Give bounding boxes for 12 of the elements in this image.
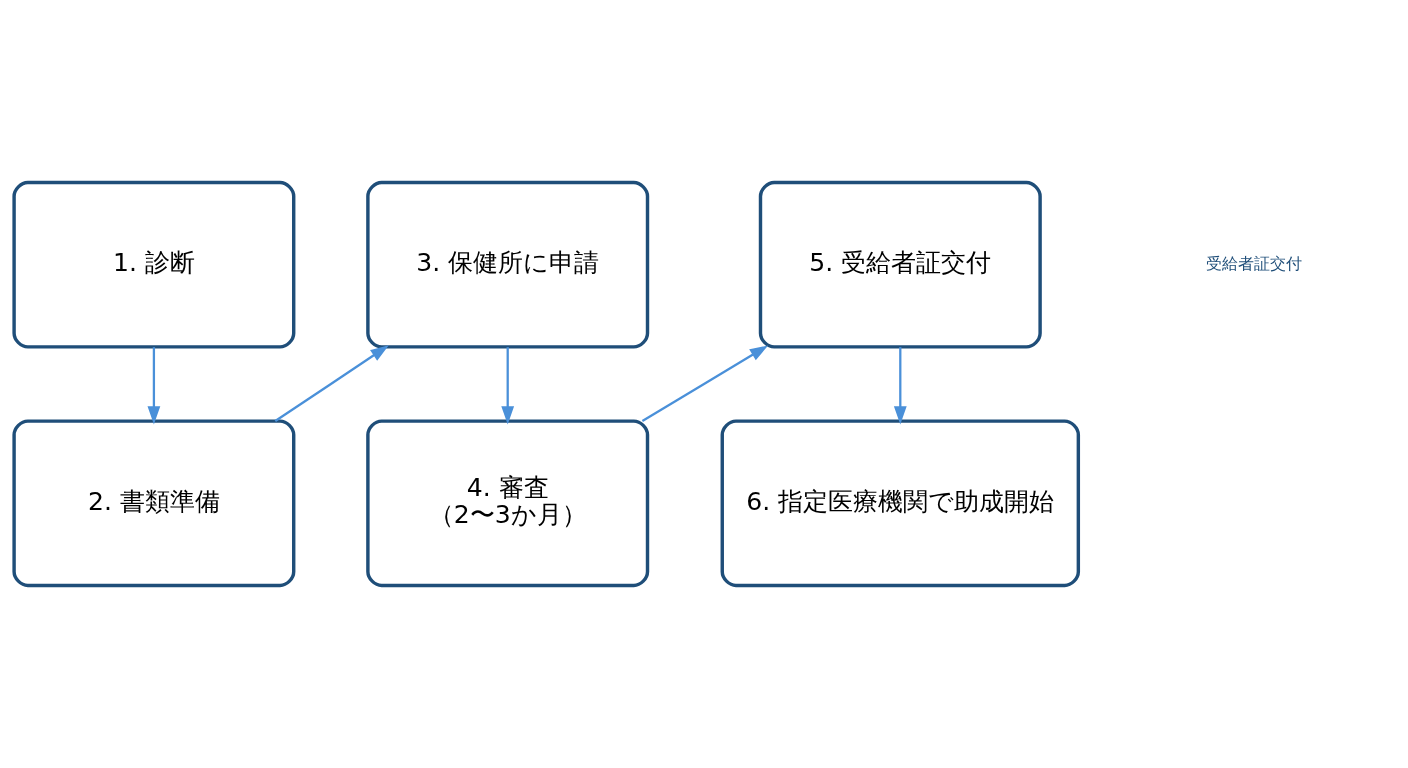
node-box: 5. 受給者証交付 (758, 180, 1042, 349)
node-box: 6. 指定医療機関で助成開始 (720, 419, 1081, 588)
node-box: 2. 書類準備 (12, 419, 296, 588)
label: 受給者証交付 (1206, 253, 1303, 273)
node-box: 1. 診断 (12, 180, 296, 349)
arrow (274, 345, 389, 422)
arrow (641, 345, 769, 423)
arrow (501, 347, 515, 425)
arrow (147, 347, 161, 425)
node-box: 3. 保健所に申請 (366, 180, 650, 349)
arrow (893, 347, 907, 425)
node-box: 4. 審査 （2〜3か月） (366, 419, 650, 588)
